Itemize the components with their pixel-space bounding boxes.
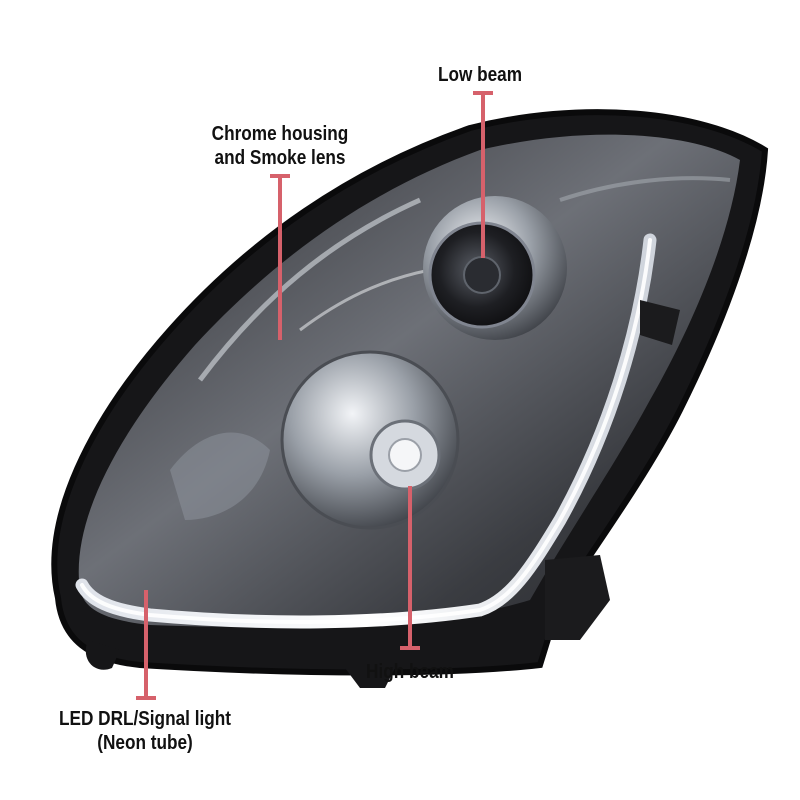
chrome-streak-2 xyxy=(299,268,431,332)
label-chrome-housing: Chrome housing and Smoke lens xyxy=(194,122,366,170)
label-low-beam-line-1: Low beam xyxy=(437,64,523,86)
label-led-drl: LED DRL/Signal light (Neon tube) xyxy=(50,707,239,755)
mount-tab-left xyxy=(85,640,120,670)
mount-tab-right xyxy=(545,555,610,640)
label-chrome-housing-line-1: Chrome housing xyxy=(211,123,349,145)
label-high-beam-line-1: High beam xyxy=(366,661,454,683)
chrome-streak-3 xyxy=(559,176,731,202)
chrome-streak-1 xyxy=(198,197,422,382)
high-beam-bulb xyxy=(388,438,422,472)
label-high-beam: High beam xyxy=(350,660,470,684)
mount-tab-bottom xyxy=(345,668,395,688)
chrome-reflector-left xyxy=(170,432,270,520)
led-drl-tube-glow xyxy=(80,238,652,624)
callout-lines xyxy=(136,91,493,700)
label-low-beam: Low beam xyxy=(428,63,531,87)
mount-tab-top-right xyxy=(640,300,680,345)
label-chrome-housing-line-2: and Smoke lens xyxy=(214,147,346,169)
label-led-drl-line-2: (Neon tube) xyxy=(97,732,193,754)
label-led-drl-line-1: LED DRL/Signal light xyxy=(59,708,231,730)
low-beam-projector-center xyxy=(463,256,501,294)
